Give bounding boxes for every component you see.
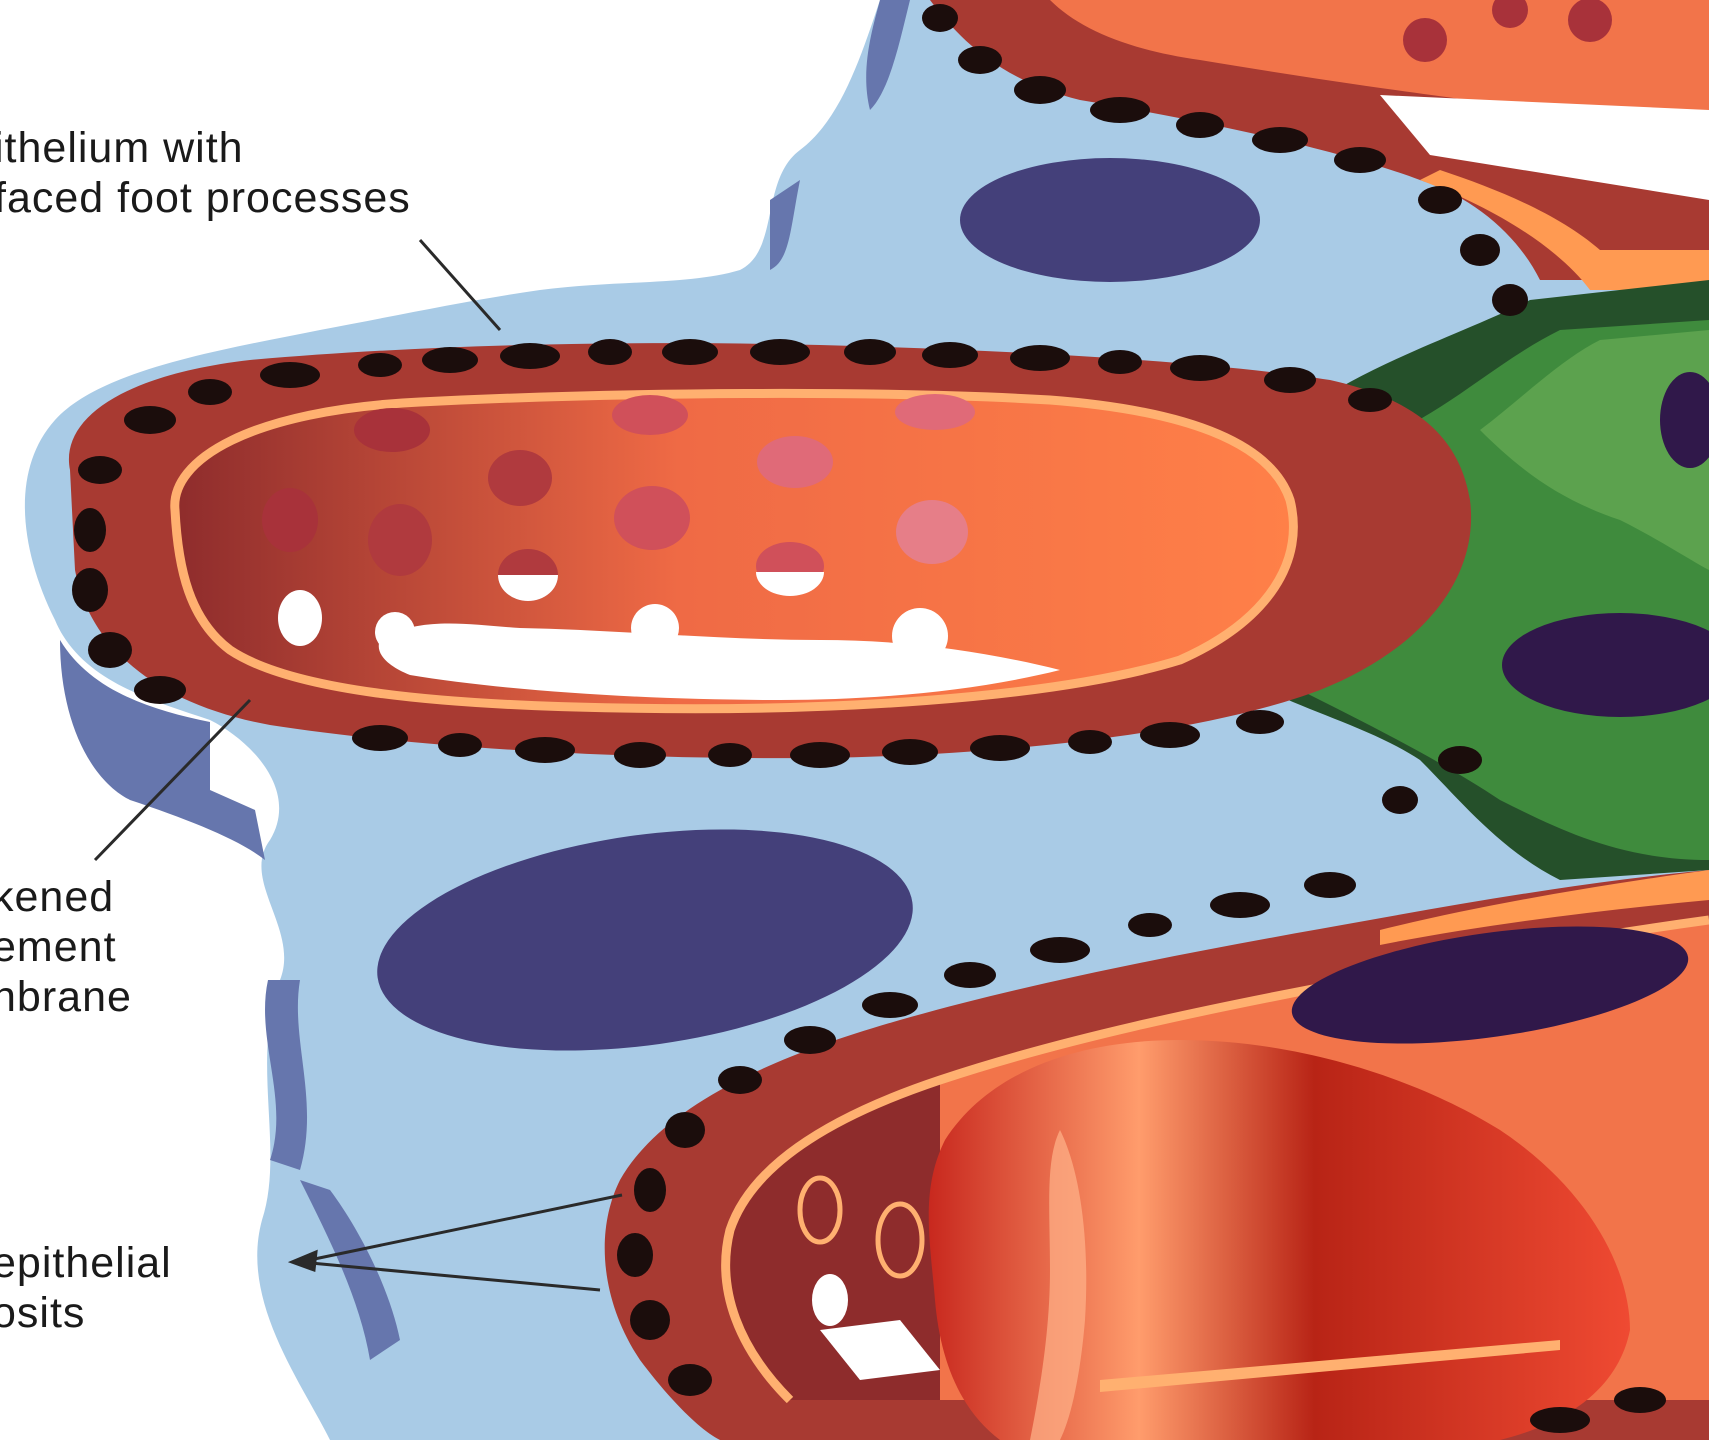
fenestration — [375, 612, 415, 652]
label-subepithelial-deposits: epithelial osits — [0, 1238, 172, 1338]
fenestration — [1403, 18, 1447, 62]
fenestration — [892, 608, 948, 664]
epithelium-nucleus — [960, 158, 1260, 282]
fenestration — [1568, 0, 1612, 42]
label-epithelium-foot-processes: ithelium with faced foot processes — [0, 123, 411, 223]
label-thickened-basement-membrane: kened ement nbrane — [0, 872, 132, 1022]
fenestration — [631, 604, 679, 652]
